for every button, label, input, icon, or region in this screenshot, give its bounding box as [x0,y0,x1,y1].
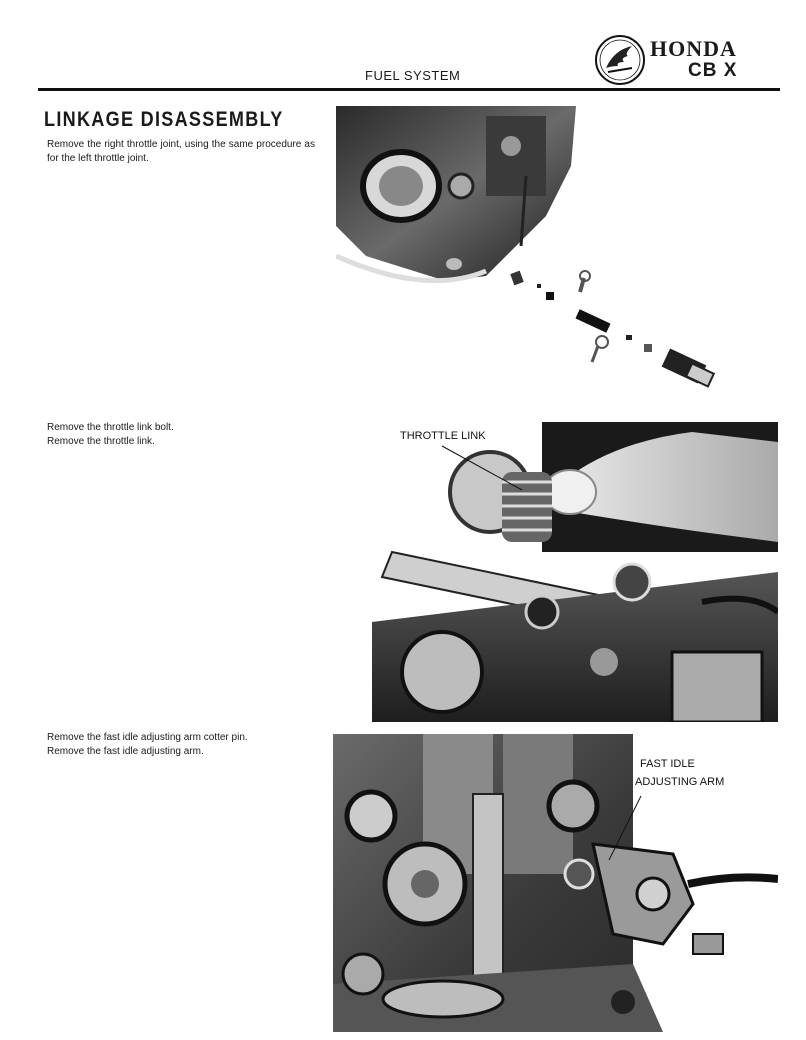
throttle-link-callout: THROTTLE LINK [400,430,486,442]
photo-throttle-joint-exploded [336,106,736,402]
step-3-text: Remove the fast idle adjusting arm cotte… [47,731,327,759]
fast-idle-callout-line-2: ADJUSTING ARM [635,776,725,788]
step-2-line-1: Remove the throttle link bolt. [47,422,174,433]
step-1-text: Remove the right throttle joint, using t… [47,139,315,164]
step-3-line-1: Remove the fast idle adjusting arm cotte… [47,732,248,743]
header-rule [38,88,780,91]
section-heading: LINKAGE DISASSEMBLY [44,108,284,131]
fast-idle-callout-line-1: FAST IDLE [640,758,695,770]
step-2-text: Remove the throttle link bolt. Remove th… [47,421,327,449]
brand-name: HONDA [650,36,737,61]
photo-fast-idle-arm: FAST IDLE ADJUSTING ARM [333,734,778,1032]
step-2-line-2: Remove the throttle link. [47,436,155,447]
page-section-title: FUEL SYSTEM [365,68,461,83]
honda-wing-logo-icon [594,34,646,86]
photo-throttle-link: THROTTLE LINK [372,422,778,722]
model-name: CB X [688,60,738,81]
step-3-line-2: Remove the fast idle adjusting arm. [47,746,204,757]
